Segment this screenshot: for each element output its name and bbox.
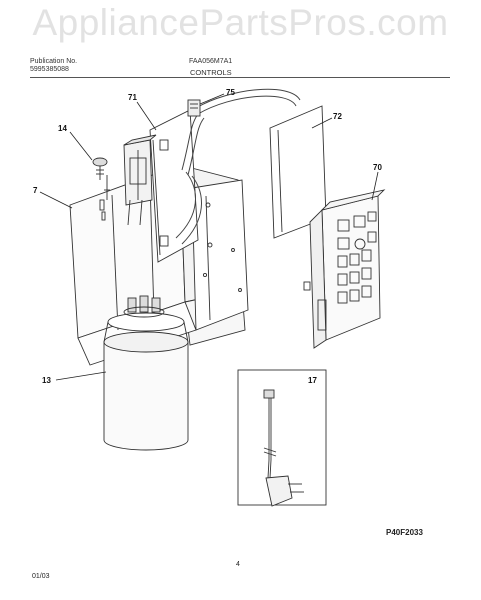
- wire-harness: [175, 88, 301, 245]
- publication-label: Publication No.: [30, 58, 78, 65]
- figure-number: P40F2033: [386, 528, 423, 537]
- section-title: CONTROLS: [190, 68, 232, 77]
- callout-13: 13: [42, 376, 51, 385]
- capacitor: [103, 295, 189, 451]
- relay-block: [123, 134, 157, 226]
- callout-14: 14: [58, 124, 67, 133]
- revision-date: 01/03: [32, 573, 50, 580]
- power-cord-inset: [237, 369, 327, 507]
- leader-lines: [39, 93, 379, 381]
- watermark: AppliancePartsPros.com: [32, 2, 449, 43]
- callout-72: 72: [333, 112, 342, 121]
- screw: [92, 157, 110, 200]
- connector: [187, 99, 201, 117]
- callout-70: 70: [373, 163, 382, 172]
- control-board: [303, 189, 386, 349]
- callout-7: 7: [33, 186, 38, 195]
- header-rule: [30, 77, 450, 78]
- model-number: FAA056M7A1: [189, 58, 233, 65]
- bracket-plate: [149, 109, 199, 263]
- callout-75: 75: [226, 88, 235, 97]
- page-number: 4: [236, 561, 240, 568]
- callout-17: 17: [308, 376, 317, 385]
- callout-71: 71: [128, 93, 137, 102]
- publication-number: 5995385088: [30, 66, 69, 73]
